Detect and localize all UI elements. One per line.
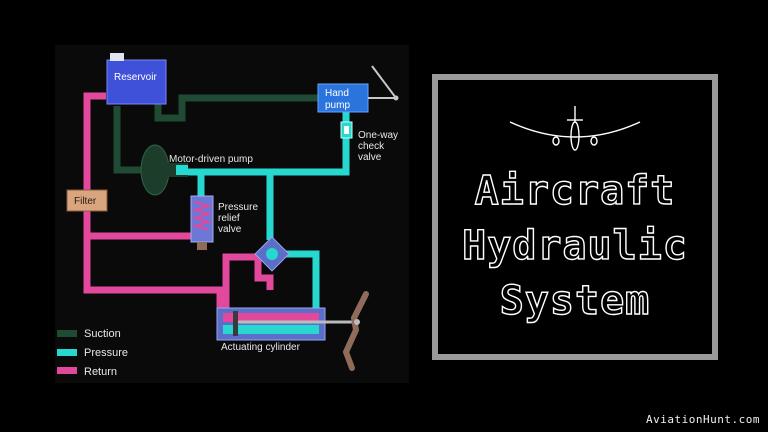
airplane-icon [509,106,641,151]
relief-valve-label: Pressure relief valve [218,202,261,235]
title-line-2: Hydraulic [461,222,688,269]
check-valve-label: One-way check valve [358,130,401,163]
legend: Suction Pressure Return [57,328,128,378]
filter [66,189,108,212]
motor-pump [140,144,170,196]
legend-swatch-suction [57,330,77,337]
legend-label-pressure: Pressure [84,347,128,359]
hand-pump-label: Hand pump [325,88,352,111]
hand-pump [317,83,369,113]
hand-pump-pivot [393,95,399,101]
title-line-3: System [499,277,651,324]
legend-swatch-pressure [57,349,77,356]
title-card: Aircraft Hydraulic System [432,74,718,360]
reservoir-cap [110,53,124,61]
legend-swatch-return [57,367,77,374]
legend-label-return: Return [84,366,117,378]
reservoir-label: Reservoir [114,72,157,83]
suction-lines [113,94,318,174]
motor-pump-label: Motor-driven pump [169,154,253,165]
watermark: AviationHunt.com [646,413,760,426]
cylinder-label: Actuating cylinder [221,342,301,353]
legend-label-suction: Suction [84,328,121,340]
reservoir [106,59,167,105]
title-line-1: Aircraft [474,167,676,214]
return-lines [83,92,274,318]
linkage-arm [342,291,369,371]
filter-label: Filter [74,196,97,207]
hand-pump-lever [371,65,397,99]
